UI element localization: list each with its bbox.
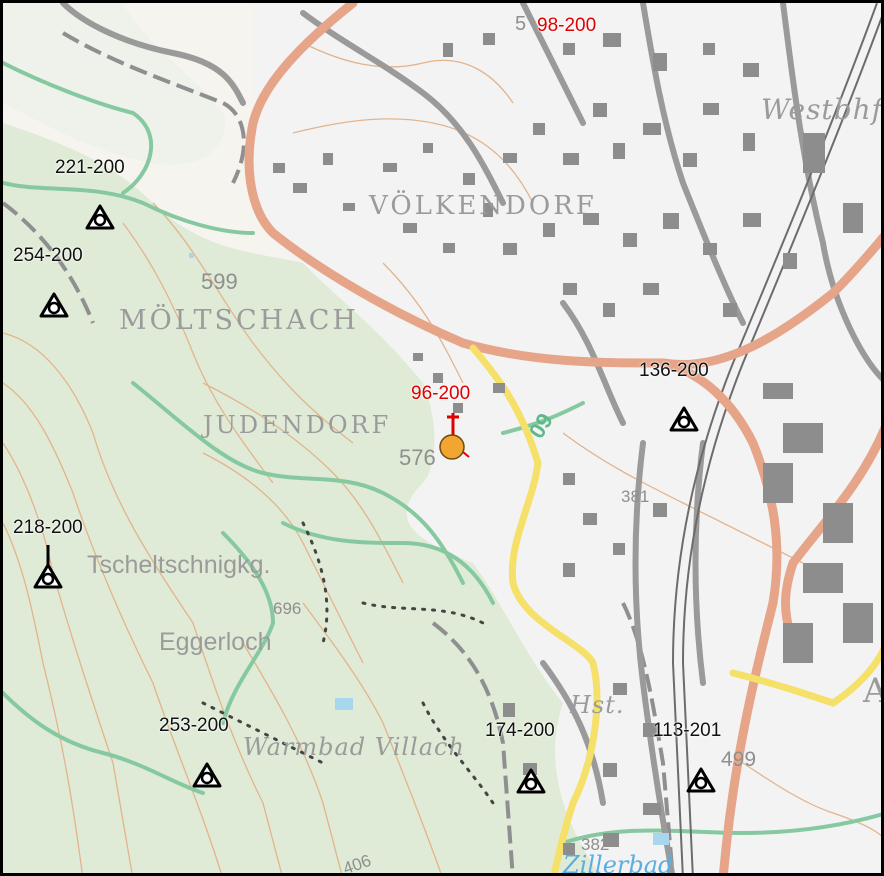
station-label-96-200: 96-200 bbox=[411, 383, 471, 404]
station-icon-136-200[interactable] bbox=[669, 405, 699, 433]
field-tscheltschnigkg: Tscheltschnigkg. bbox=[87, 551, 271, 579]
place-hst: Hst. bbox=[570, 691, 625, 719]
place-warmbad-villach: Warmbad Villach bbox=[243, 733, 465, 761]
spot-height-696: 696 bbox=[273, 599, 302, 618]
minor-roads bbox=[3, 31, 675, 873]
place-judendorf: JUDENDORF bbox=[203, 411, 392, 439]
spot-height-382: 382 bbox=[581, 835, 610, 854]
place-moltschach: MÖLTSCHACH bbox=[119, 305, 359, 336]
forest-area-upper bbox=[3, 3, 225, 165]
station-label-98-200: 98-200 bbox=[537, 15, 597, 36]
place-westbhf: Westbhf bbox=[761, 93, 884, 126]
place-edge-a: A bbox=[863, 671, 881, 711]
spot-height-499: 499 bbox=[721, 748, 757, 771]
water-features bbox=[189, 253, 669, 845]
contour-lines bbox=[3, 42, 881, 873]
station-icon-253-200[interactable] bbox=[192, 761, 222, 789]
station-label-113-201: 113-201 bbox=[653, 720, 722, 741]
buildings bbox=[273, 33, 873, 855]
spot-height-5: 5 bbox=[515, 13, 527, 35]
station-icon-218-200[interactable] bbox=[33, 543, 63, 591]
station-icon-254-200[interactable] bbox=[39, 291, 69, 319]
forest-area bbox=[3, 123, 599, 873]
place-volkendorf: VÖLKENDORF bbox=[369, 191, 597, 221]
station-icon-221-200[interactable] bbox=[85, 203, 115, 231]
station-icon-174-200[interactable] bbox=[516, 767, 546, 795]
station-label-221-200: 221-200 bbox=[55, 157, 125, 178]
footpaths bbox=[201, 521, 495, 805]
spot-height-576: 576 bbox=[399, 445, 436, 470]
field-eggerloch: Eggerloch bbox=[159, 628, 272, 656]
selected-station-marker-96-200[interactable] bbox=[435, 411, 475, 467]
station-label-174-200: 174-200 bbox=[485, 720, 555, 741]
spot-height-599: 599 bbox=[201, 269, 238, 294]
main-roads bbox=[244, 3, 881, 873]
railway bbox=[671, 3, 881, 873]
place-zillerbad: Zillerbad bbox=[563, 851, 674, 876]
station-label-136-200: 136-200 bbox=[639, 360, 709, 381]
urban-area bbox=[250, 3, 881, 873]
spot-height-381: 381 bbox=[621, 487, 650, 506]
station-label-218-200: 218-200 bbox=[13, 517, 83, 538]
station-label-254-200: 254-200 bbox=[13, 245, 83, 266]
trails bbox=[3, 61, 881, 845]
station-label-253-200: 253-200 bbox=[159, 715, 229, 736]
yellow-road bbox=[469, 344, 881, 873]
station-icon-113-201[interactable] bbox=[686, 766, 716, 794]
map-base-layer bbox=[3, 3, 881, 873]
